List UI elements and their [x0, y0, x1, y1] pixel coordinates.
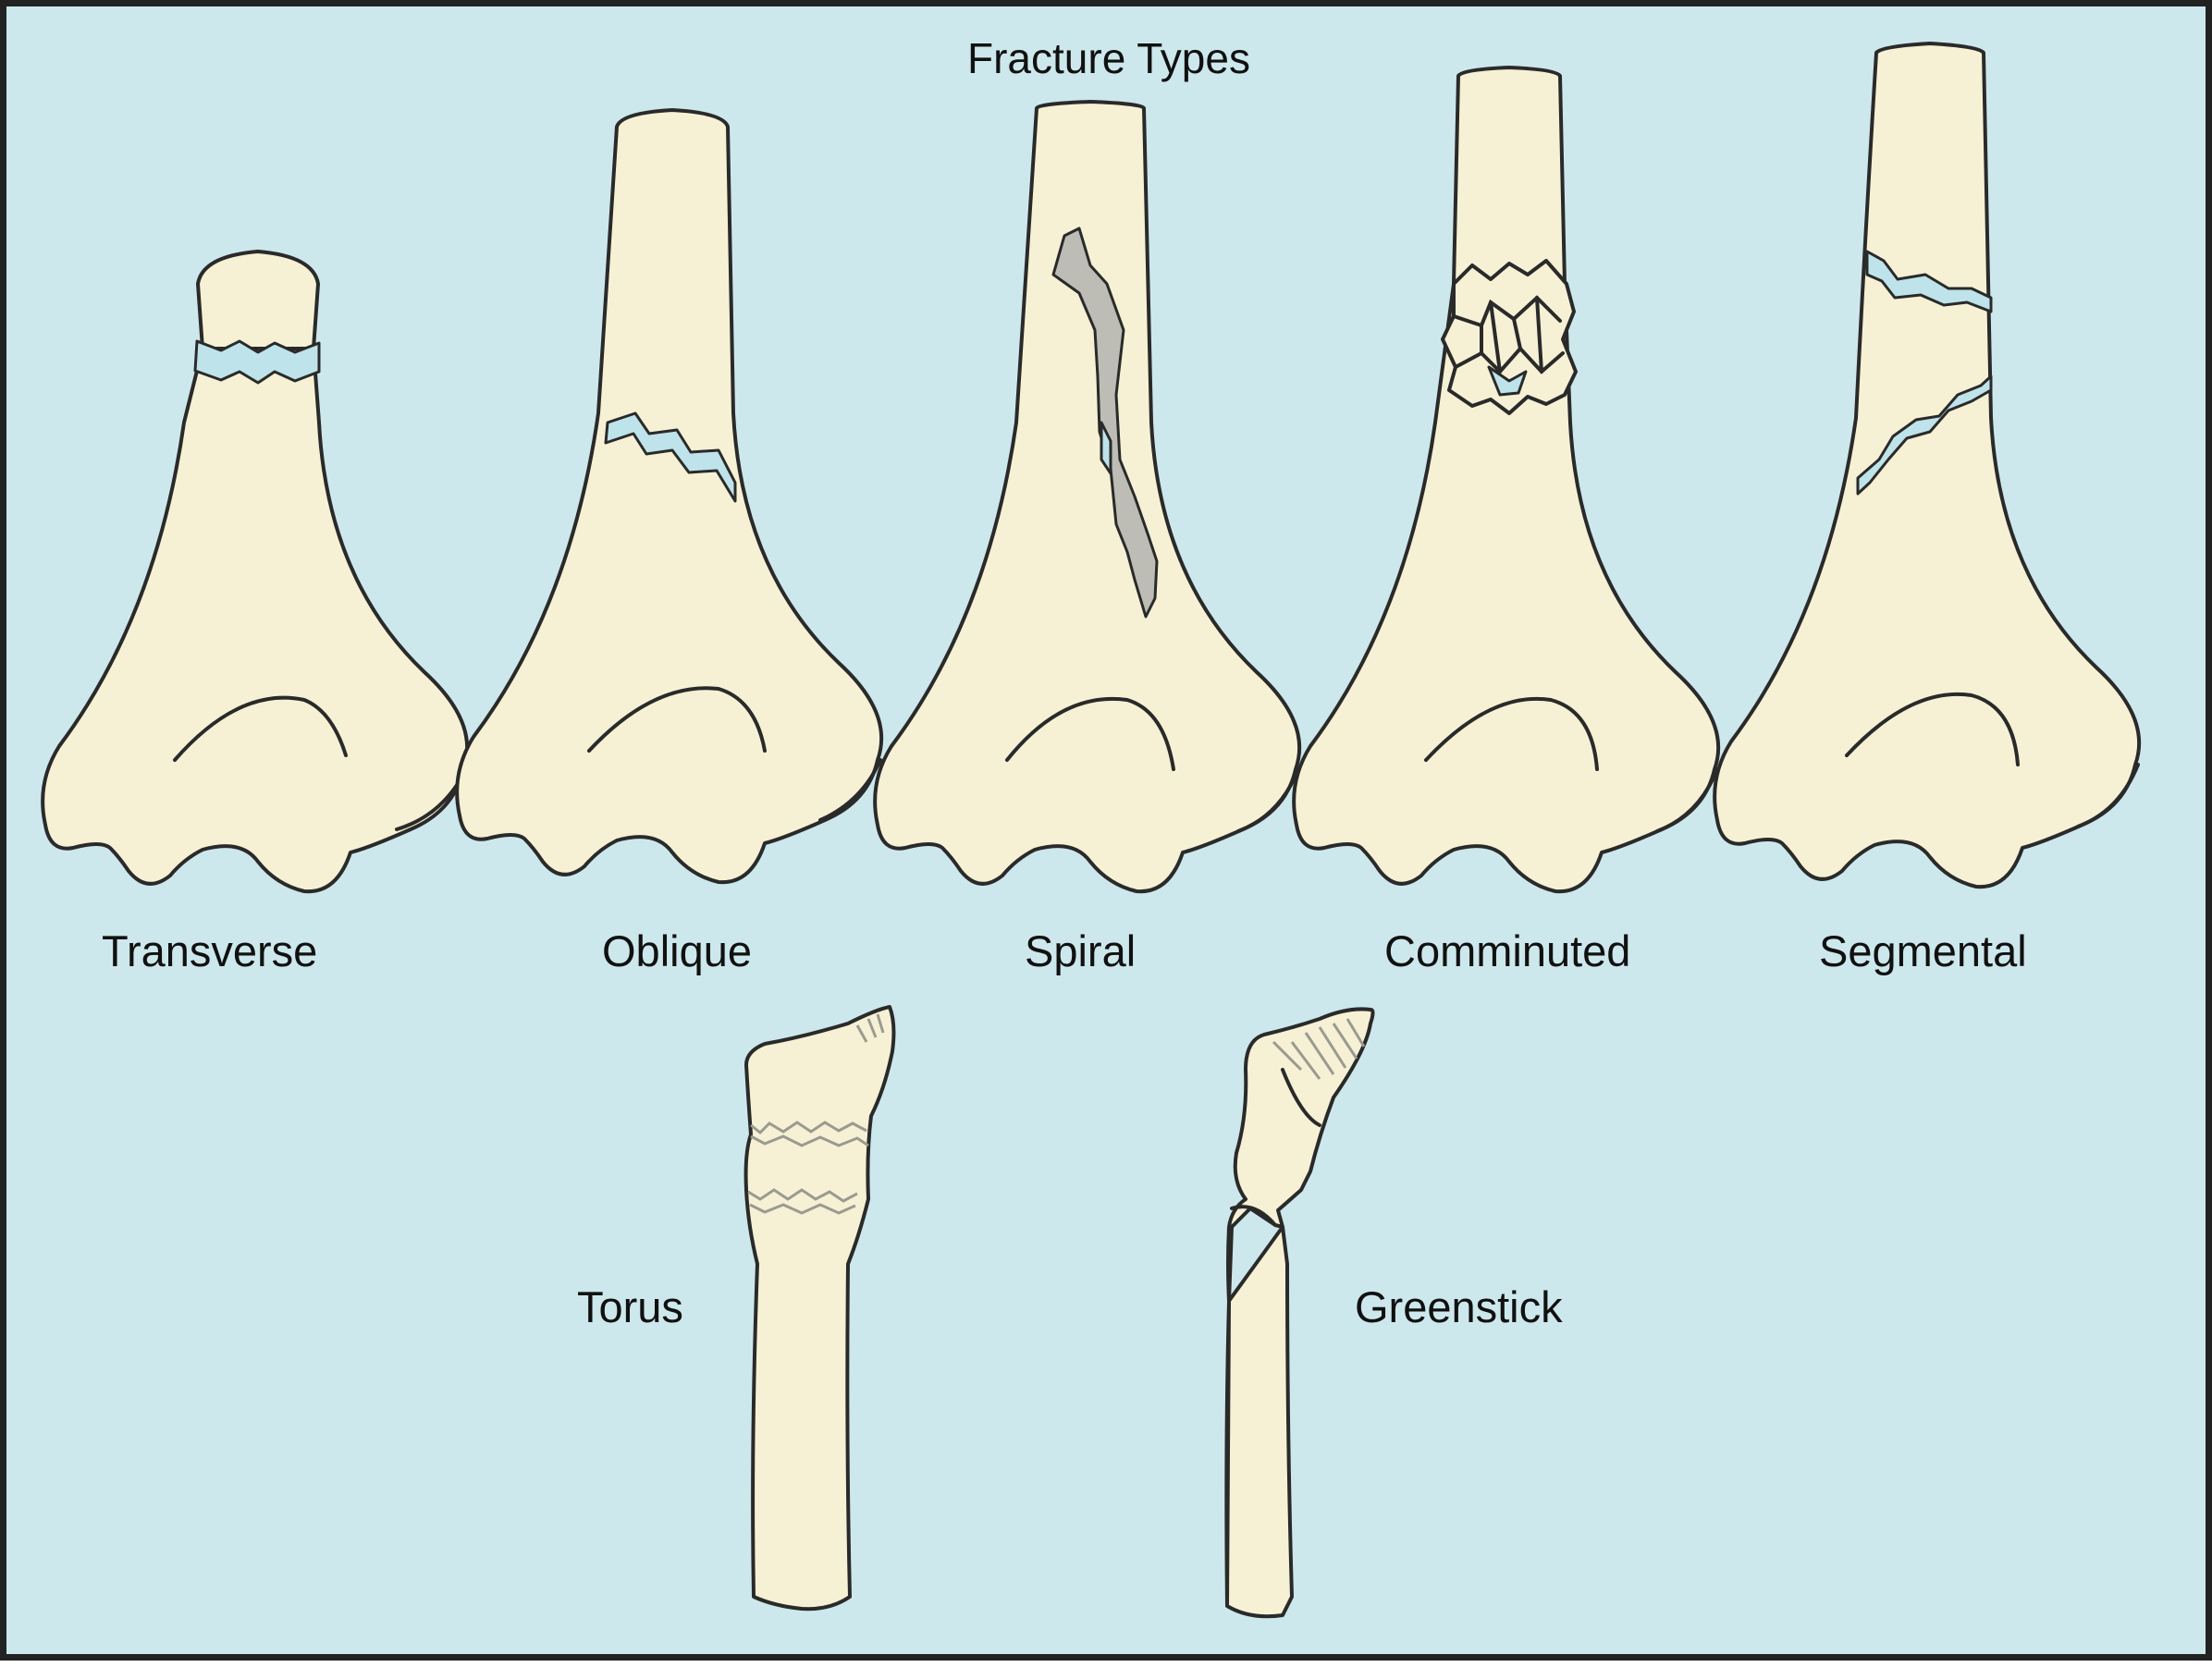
fracture-types-diagram: Fracture Types — [41, 34, 2142, 1619]
label-transverse: Transverse — [102, 926, 317, 975]
label-comminuted: Comminuted — [1384, 926, 1630, 975]
diagram-title: Fracture Types — [967, 34, 1250, 82]
label-oblique: Oblique — [602, 926, 752, 975]
label-torus: Torus — [577, 1282, 683, 1331]
segmental-bone — [1713, 42, 2142, 889]
label-segmental: Segmental — [1819, 926, 2027, 975]
transverse-bone — [41, 250, 470, 894]
greenstick-bone — [1224, 1007, 1375, 1619]
label-greenstick: Greenstick — [1355, 1282, 1563, 1331]
comminuted-bone — [1292, 66, 1721, 894]
oblique-bone — [455, 108, 884, 885]
label-spiral: Spiral — [1025, 926, 1136, 975]
torus-bone — [743, 1005, 896, 1612]
spiral-bone — [873, 100, 1302, 894]
